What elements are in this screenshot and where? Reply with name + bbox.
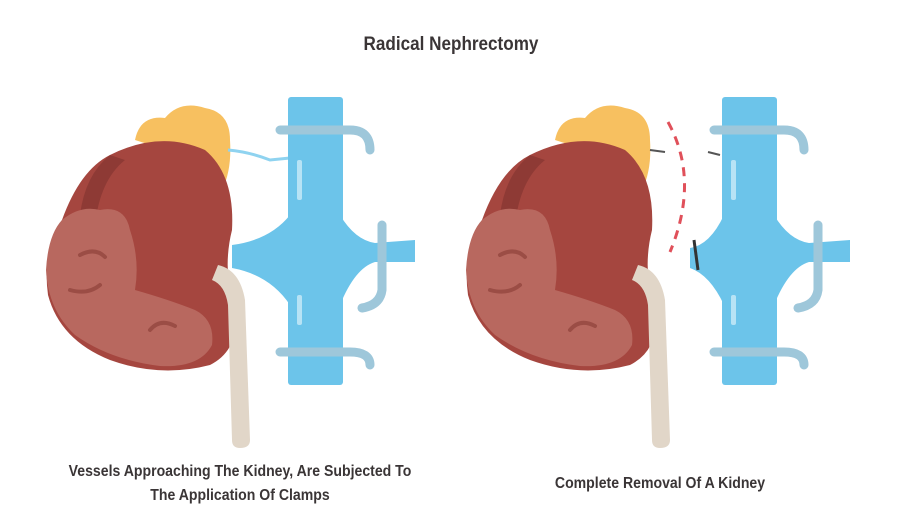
clamp-bottom: [275, 347, 375, 370]
clamp-top: [275, 125, 375, 155]
page-title: Radical Nephrectomy: [363, 34, 539, 55]
left-caption: Vessels Approaching The Kidney, Are Subj…: [68, 463, 412, 504]
left-vessels: [227, 97, 415, 385]
cut-line: [666, 121, 686, 253]
right-vessels: [649, 97, 850, 385]
right-kidney-group: [464, 103, 672, 451]
clamp-side: [357, 220, 387, 313]
right-caption: Complete Removal Of A Kidney: [554, 475, 766, 492]
left-kidney-group: [44, 103, 252, 451]
